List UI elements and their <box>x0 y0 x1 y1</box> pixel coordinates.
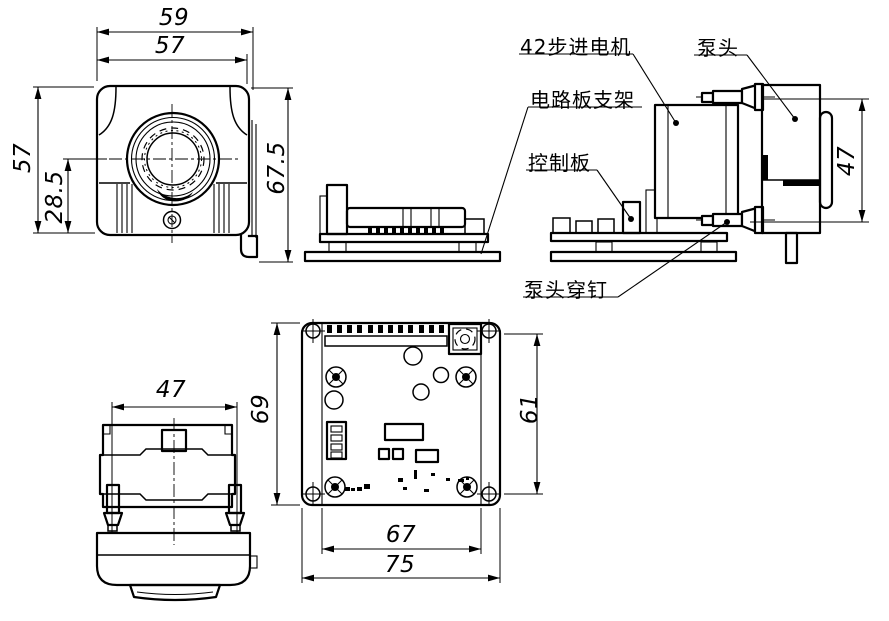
pcb-bottom-view <box>271 319 543 583</box>
callout-leaders <box>480 53 798 298</box>
pump-top-view <box>95 402 258 602</box>
dim-front-center-base: 28.5 <box>42 170 68 224</box>
dim-side-pump-head: 47 <box>834 145 860 177</box>
dim-pcb-board-height: 69 <box>248 393 274 425</box>
dim-pcb-hole-height: 61 <box>517 393 543 425</box>
label-circuit-board-bracket: 电路板支架 <box>530 88 635 112</box>
label-control-board: 控制板 <box>528 151 591 175</box>
dim-top-port-spacing: 47 <box>155 377 187 403</box>
dim-front-width-inner: 57 <box>154 33 186 59</box>
label-pump-head: 泵头 <box>697 36 739 60</box>
label-pump-head-pin: 泵头穿钉 <box>524 278 608 302</box>
screw-heads <box>324 366 478 498</box>
label-stepper-motor: 42步进电机 <box>520 35 632 59</box>
dim-front-width-outer: 59 <box>158 5 190 31</box>
assembly-side-view <box>549 82 869 265</box>
dim-front-total-height: 67.5 <box>264 141 290 195</box>
dim-front-height: 57 <box>10 142 36 174</box>
front-view <box>33 27 293 263</box>
dim-pcb-board-width: 75 <box>384 552 416 578</box>
dim-pcb-hole-width: 67 <box>385 522 417 548</box>
circuit-board-side-view <box>303 183 502 263</box>
